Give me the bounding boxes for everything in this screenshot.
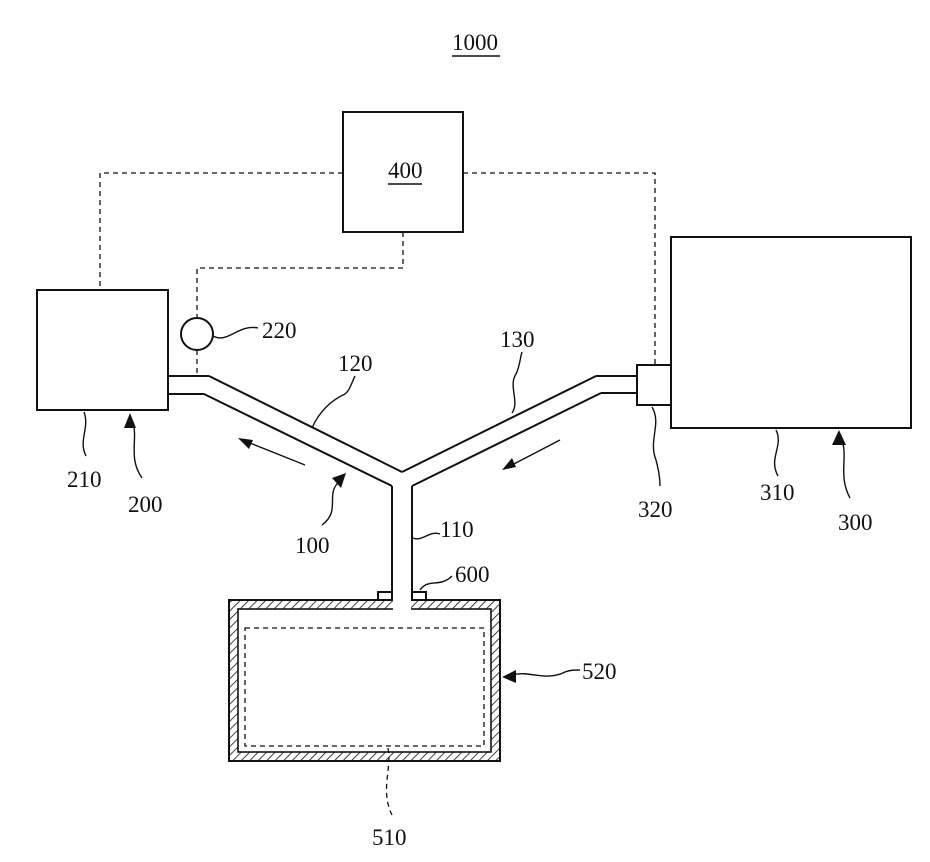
control-line-left <box>100 173 343 288</box>
figure-title: 1000 <box>452 30 498 55</box>
pump-assembly-arrow <box>124 413 142 478</box>
pipe-stem-label: 110 <box>440 517 474 542</box>
tank-assembly-label: 300 <box>838 510 873 535</box>
tank-unit-leader <box>775 430 779 476</box>
stem-through-wall <box>393 598 411 610</box>
flow-arrow-right <box>502 440 560 470</box>
pump-unit-label: 210 <box>67 467 102 492</box>
valve-icon <box>181 318 213 350</box>
control-line-valve <box>197 232 403 318</box>
flow-arrow-left <box>238 438 305 465</box>
valve-leader <box>213 327 258 337</box>
pipe-assembly-label: 100 <box>295 533 330 558</box>
controller-label: 400 <box>388 158 423 183</box>
branch-left-leader <box>312 376 355 428</box>
chamber-shell-label: 520 <box>582 659 617 684</box>
pipe-assembly-arrow <box>322 473 346 525</box>
seal-right <box>412 592 426 600</box>
connector-box <box>637 365 671 405</box>
valve-label: 220 <box>262 318 297 343</box>
tank-box <box>671 237 911 428</box>
pump-unit-leader <box>83 412 86 456</box>
chamber-inner-label: 510 <box>372 825 407 850</box>
chamber-interior <box>238 609 491 752</box>
control-line-right <box>463 173 655 365</box>
seal-left <box>378 592 392 600</box>
connector-label: 320 <box>638 497 673 522</box>
seal-leader <box>420 576 452 590</box>
pump-box <box>37 290 168 410</box>
tank-assembly-arrow <box>832 430 850 498</box>
pipe-branch-left-outer <box>209 376 402 472</box>
branch-left-label: 120 <box>338 351 373 376</box>
branch-right-label: 130 <box>500 327 535 352</box>
pipe-branch-right-outer <box>402 376 596 472</box>
tank-unit-label: 310 <box>760 480 795 505</box>
connector-leader <box>652 407 660 486</box>
pipe-branch-right-inner <box>412 393 601 486</box>
pipe-branch-left-inner <box>204 394 392 486</box>
seal-label: 600 <box>455 562 490 587</box>
chamber-shell-arrow <box>502 670 580 683</box>
pipe-stem-leader <box>413 533 440 539</box>
branch-right-leader <box>512 352 522 413</box>
pump-assembly-label: 200 <box>128 492 163 517</box>
